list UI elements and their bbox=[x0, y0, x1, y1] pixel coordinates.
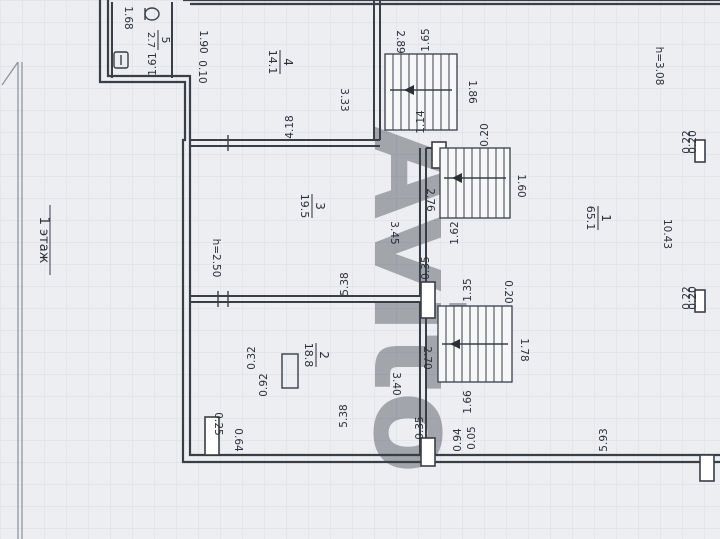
dimension-label: 0.64 bbox=[232, 428, 244, 452]
room-number: 1 bbox=[599, 214, 613, 222]
dimension-label: 0.94 bbox=[452, 428, 464, 452]
room-area: 18.8 bbox=[302, 343, 315, 368]
room-label-1: 1 65.1 bbox=[584, 206, 613, 231]
sink-icon bbox=[113, 51, 129, 69]
dimension-label: 0.22 bbox=[681, 286, 693, 309]
room-area: 2.7 bbox=[145, 32, 156, 48]
dimension-label: 5.38 bbox=[339, 272, 351, 295]
dimension-label: 0.25 bbox=[212, 412, 224, 435]
dimension-label: 1.60 bbox=[515, 174, 527, 197]
dimension-label: 0.20 bbox=[479, 123, 491, 146]
dimension-label: 0.35 bbox=[414, 416, 426, 439]
dimension-label: 2.76 bbox=[424, 188, 436, 212]
dimension-label: 0.92 bbox=[258, 373, 270, 396]
dimension-label: 1.78 bbox=[518, 338, 530, 361]
stair-arrow-icon bbox=[452, 173, 462, 183]
dimension-label: 0.35 bbox=[420, 256, 432, 279]
dimension-label: 0.05 bbox=[466, 426, 478, 449]
exterior-walls bbox=[98, 0, 720, 464]
room-number: 2 bbox=[317, 351, 331, 359]
room-area: 14.1 bbox=[266, 50, 279, 75]
dimension-label: 5.93 bbox=[598, 428, 610, 451]
dimension-label: 0.32 bbox=[246, 346, 258, 369]
dimension-label: 1.35 bbox=[462, 278, 474, 301]
dimension-label: h=3.08 bbox=[653, 47, 665, 86]
dimension-label: 3.45 bbox=[388, 221, 400, 244]
floor-label-text: 1 этаж bbox=[36, 217, 51, 264]
room-label-2: 2 18.8 bbox=[302, 343, 331, 368]
room-label-4: 4 14.1 bbox=[266, 50, 295, 75]
room-area: 19.5 bbox=[298, 194, 311, 219]
stair-arrow-icon bbox=[450, 339, 460, 349]
room-number: 3 bbox=[313, 202, 327, 210]
toilet-icon bbox=[144, 7, 160, 21]
room-label-5: 5 2.7 bbox=[145, 30, 172, 50]
dimension-label: 1.14 bbox=[415, 110, 427, 134]
staircase-upper bbox=[384, 53, 458, 131]
dimension-label: 3.33 bbox=[338, 88, 350, 111]
stair-arrow-icon bbox=[404, 85, 414, 95]
room-number: 5 bbox=[159, 37, 172, 44]
floor-label: 1 этаж bbox=[36, 205, 51, 275]
dimension-label: 10.43 bbox=[661, 219, 673, 249]
dimension-label: 0.10 bbox=[196, 60, 208, 83]
dimension-label: 0.20 bbox=[502, 280, 514, 303]
dimension-label: h=2.50 bbox=[210, 239, 222, 278]
dimension-labels: 1.68 1.90 1.61 0.10 3.33 4.18 2.89 1.65 1.86 1.14… bbox=[122, 6, 699, 452]
staircase-middle-steps bbox=[444, 148, 506, 218]
staircase-middle bbox=[439, 147, 511, 219]
staircase-lower-steps bbox=[442, 306, 508, 382]
room-label-3: 3 19.5 bbox=[298, 194, 327, 219]
room-number: 4 bbox=[281, 58, 295, 66]
dimension-label: 1.62 bbox=[449, 221, 461, 244]
dimension-label: 5.38 bbox=[338, 404, 350, 427]
radiator-outline bbox=[281, 353, 299, 389]
staircase-upper-steps bbox=[390, 54, 452, 130]
dimension-label: 0.22 bbox=[681, 130, 693, 153]
dimension-label: 1.65 bbox=[420, 28, 432, 51]
room-area: 65.1 bbox=[584, 206, 597, 231]
page-frame bbox=[1, 61, 23, 539]
dimension-label: 1.68 bbox=[122, 6, 134, 29]
dimension-label: 1.61 bbox=[147, 52, 159, 75]
dimension-label: 2.89 bbox=[394, 30, 406, 53]
dimension-label: 1.86 bbox=[466, 80, 478, 104]
dimension-label: 0.20 bbox=[687, 130, 699, 153]
dimension-label: 0.20 bbox=[687, 286, 699, 309]
columns bbox=[204, 139, 715, 482]
dimension-label: 2.70 bbox=[421, 346, 433, 369]
dimension-label: 1.90 bbox=[197, 30, 209, 53]
dimension-label: 3.40 bbox=[390, 372, 402, 395]
dimension-label: 1.66 bbox=[462, 390, 474, 414]
dimension-label: 4.18 bbox=[284, 115, 296, 138]
door-marks bbox=[217, 135, 229, 307]
